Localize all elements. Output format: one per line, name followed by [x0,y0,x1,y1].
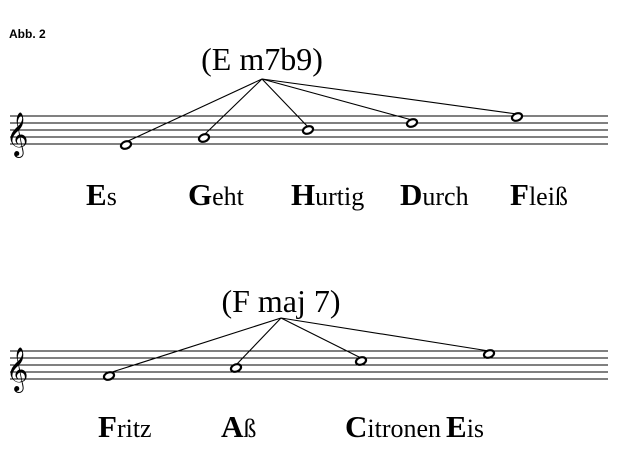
word-initial: E [86,177,107,212]
mnemonic-word: Fleiß [510,177,568,212]
whole-note [405,118,419,128]
treble-clef-icon: 𝄞 [6,347,28,393]
whole-note [354,356,368,366]
mnemonic-word: Citronen [345,409,441,444]
mnemonic-word: Eis [446,409,484,444]
chord-name: (F maj 7) [221,283,340,319]
word-rest: itronen [367,414,441,443]
word-initial: C [345,409,367,444]
whole-note [482,349,496,359]
connector-line [125,78,263,143]
mnemonic-word: Es [86,177,117,212]
connector-line [203,78,263,136]
mnemonic-word: Fritz [98,409,152,444]
connector-line [261,78,518,115]
whole-note [102,371,116,381]
connector-line [280,317,362,359]
word-rest: ritz [117,414,152,443]
word-rest: urtig [315,182,364,211]
word-initial: A [221,409,244,444]
word-rest: urch [422,182,468,211]
connector-line [108,317,282,374]
mnemonic-word: Geht [188,177,245,212]
word-initial: E [446,409,467,444]
treble-clef-icon: 𝄞 [6,112,28,158]
word-rest: leiß [529,182,568,211]
chord-name: (E m7b9) [201,41,323,77]
connector-line [261,78,309,128]
whole-note [119,140,133,150]
word-rest: s [107,182,117,211]
word-rest: eht [212,182,245,211]
word-initial: G [188,177,212,212]
whole-note [229,363,243,373]
word-rest: is [467,414,484,443]
mnemonic-word: Durch [400,177,469,212]
word-initial: F [510,177,529,212]
chord-diagram-e-m7b9: 𝄞 (E m7b9) Es Geht Hurtig Durch Fleiß [6,41,608,212]
word-rest: ß [243,414,256,443]
whole-note [510,112,524,122]
whole-note [197,133,211,143]
mnemonic-word: Hurtig [291,177,364,212]
figure-label: Abb. 2 [9,27,46,41]
mnemonic-word: Aß [221,409,256,444]
whole-note [301,125,315,135]
connector-line [280,317,490,352]
word-initial: D [400,177,422,212]
word-initial: F [98,409,117,444]
word-initial: H [291,177,315,212]
connector-line [261,78,413,121]
connector-line [235,317,282,366]
